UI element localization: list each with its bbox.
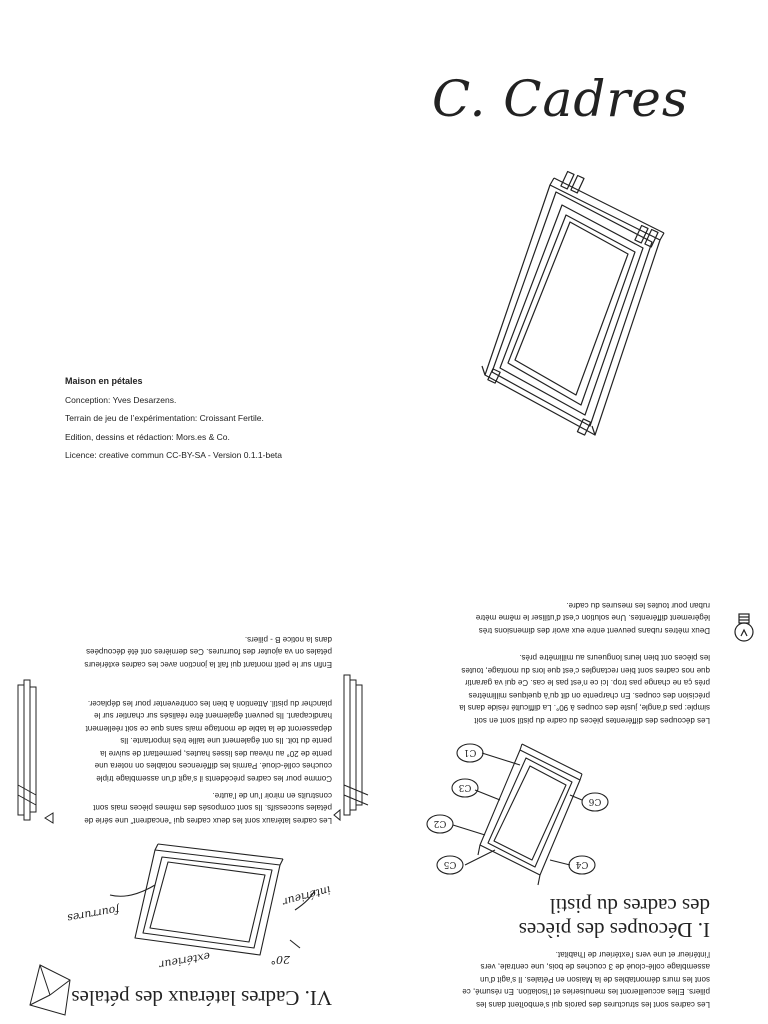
piece-label: C6 — [588, 796, 601, 806]
annotation-interieur: intérieur — [281, 883, 333, 908]
piece-label: C5 — [443, 859, 456, 869]
section-profile-mid — [333, 674, 369, 822]
colophon-line: Edition, dessins et rédaction: Mors.es &… — [65, 431, 230, 442]
lateral-frame-sketch: fourrures intérieur extérieur 20° — [66, 843, 333, 971]
arrow-marker — [44, 812, 54, 824]
piece-label: C3 — [458, 782, 471, 792]
section-heading: VI. Cadres latéraux des pétales — [71, 986, 332, 1010]
intro-paragraph: Les cadres sont les structures des paroi… — [462, 950, 710, 1009]
body-paragraph: Les découpes des différentes pièces du c… — [459, 653, 710, 726]
colophon-line: Terrain de jeu de l’expérimentation: Cro… — [65, 413, 264, 423]
piece-label: C1 — [464, 747, 477, 757]
lightbulb-icon — [734, 613, 754, 642]
annotation-angle: 20° — [271, 953, 292, 966]
paragraph-1: Les cadres latéraux sont les deux cadres… — [84, 791, 332, 825]
pistil-frame-sketch: C1 C3 C6 C2 C4 C5 — [426, 743, 609, 886]
frame-illustration — [481, 170, 665, 436]
paragraph-3: Enfin sur le petit montant qui fait la j… — [84, 635, 332, 669]
piece-label: C2 — [434, 818, 447, 828]
colophon: Maison en pétales Conception: Yves Desar… — [65, 372, 282, 465]
paragraph-2: Comme pour les cadres précédents il s’ag… — [85, 699, 332, 783]
page-title: C. Cadres — [432, 70, 689, 128]
body-paragraph-2: Deux mètres rubans peuvent entre eux avo… — [475, 601, 710, 635]
colophon-line: Conception: Yves Desarzens. — [65, 394, 177, 405]
petal-corner-sketch — [29, 964, 71, 1016]
section-profile-left — [17, 679, 37, 821]
piece-label: C4 — [575, 859, 588, 869]
colophon-line: Licence: creative commun CC-BY-SA - Vers… — [65, 450, 283, 460]
section-heading: I. Découpes des pièces des cadres du pis… — [518, 894, 710, 942]
colophon-heading: Maison en pétales — [65, 376, 143, 386]
annotation-fourrures: fourrures — [66, 903, 122, 925]
